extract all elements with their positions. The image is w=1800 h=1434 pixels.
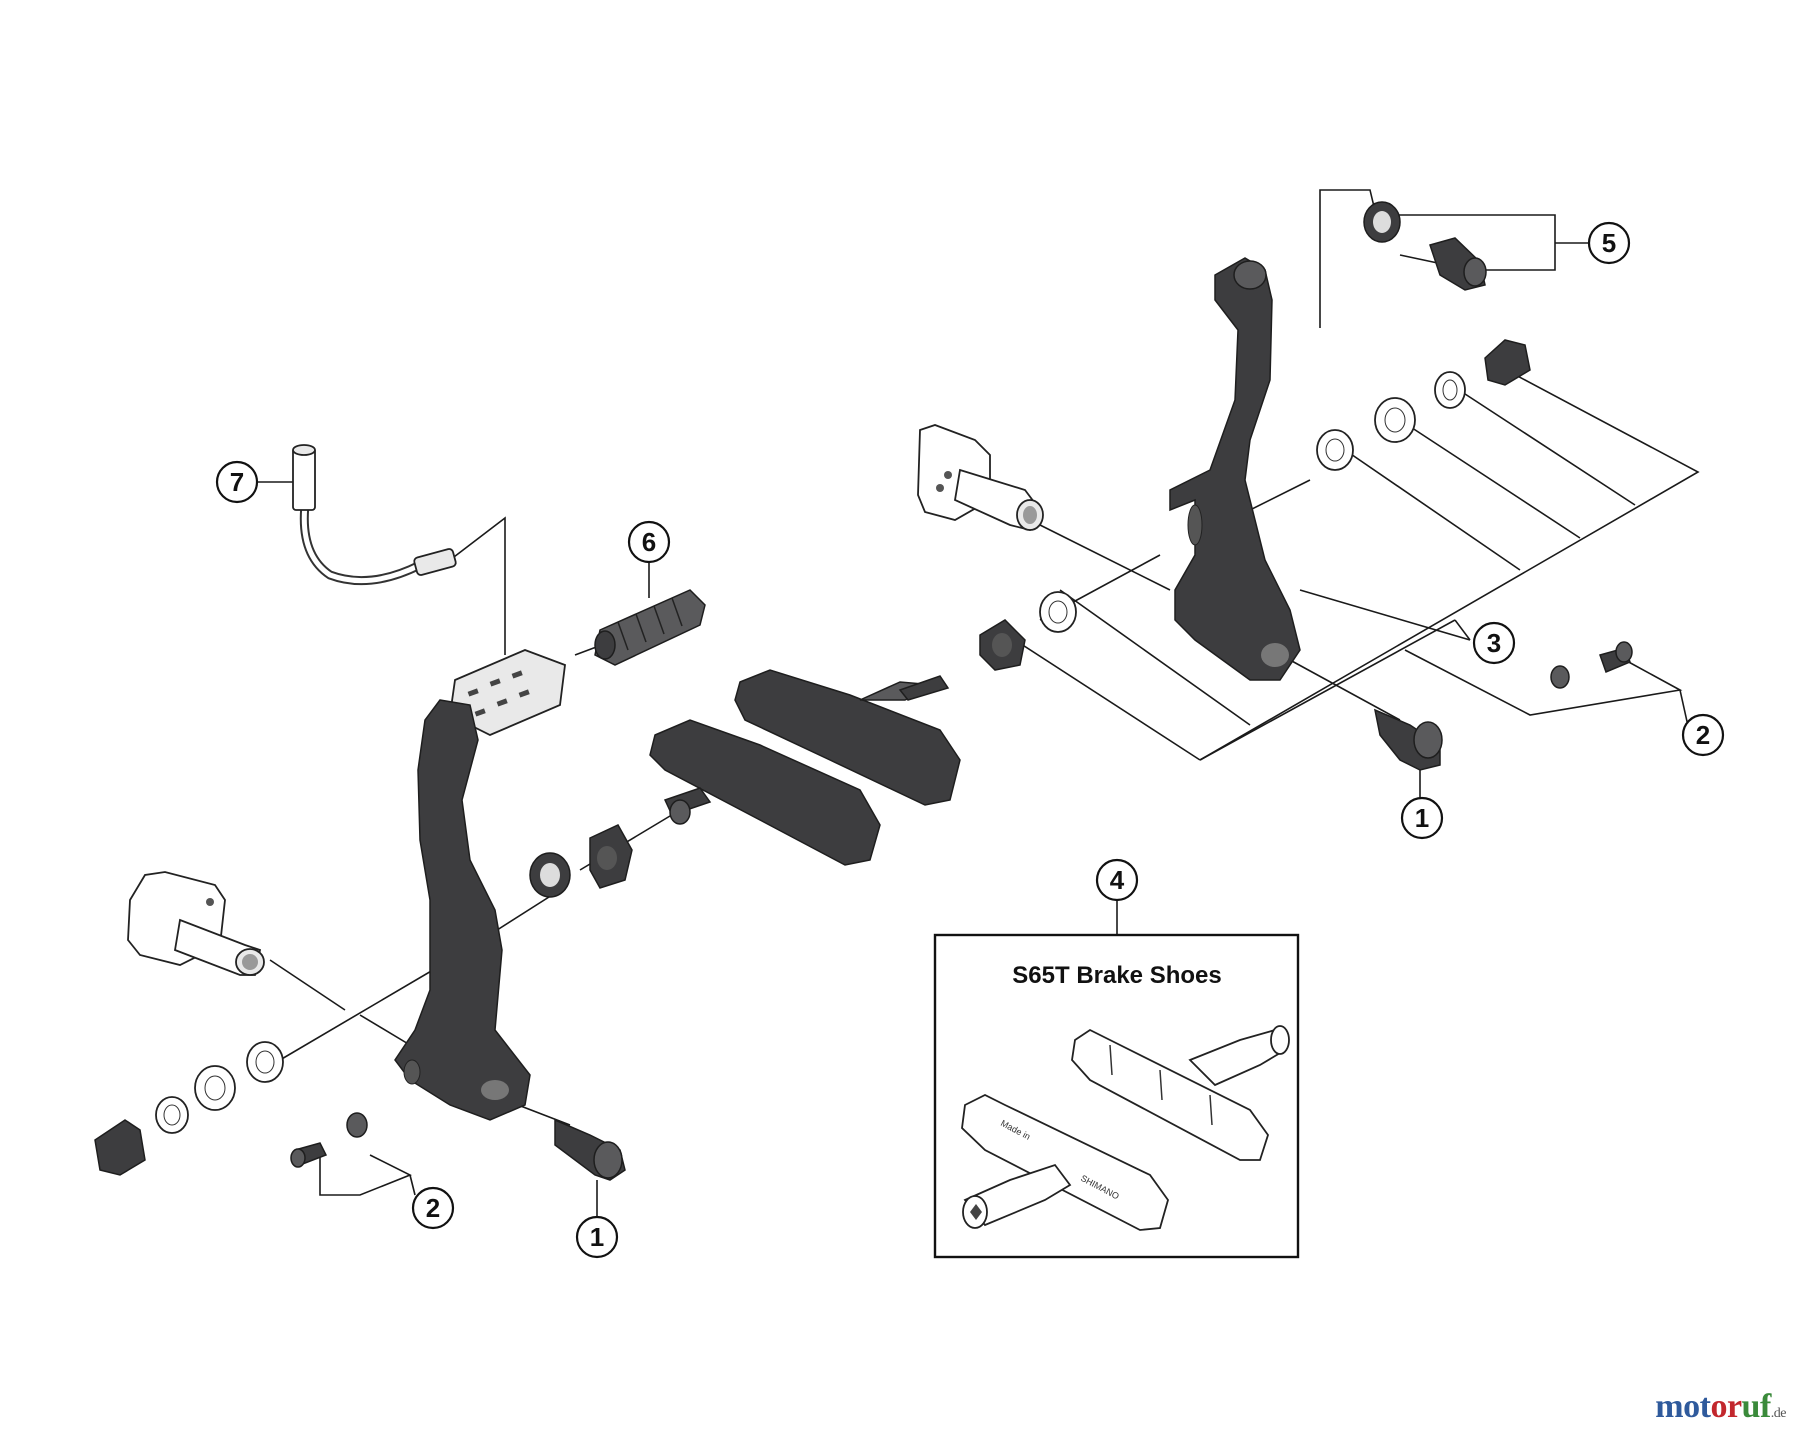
left-brake-arm-assembly (94, 649, 633, 1181)
callout-1-left: 1 (575, 1215, 619, 1259)
watermark-part-b: or (1710, 1388, 1742, 1425)
svg-text:3: 3 (1487, 628, 1501, 658)
svg-text:1: 1 (590, 1222, 604, 1252)
cable-lead-pipe (292, 444, 457, 586)
watermark-part-a: mot (1655, 1388, 1711, 1425)
watermark-logo: motoruf.de (1655, 1388, 1786, 1426)
inset-s65t-brake-shoes: S65T Brake Shoes Made in SHIMANO (933, 933, 1300, 1259)
brake-shoes-main (649, 669, 961, 866)
watermark-tld: .de (1770, 1406, 1787, 1421)
callout-7: 7 (215, 460, 259, 504)
cable-boot (594, 589, 706, 666)
svg-text:7: 7 (230, 467, 244, 497)
svg-text:2: 2 (1696, 720, 1710, 750)
svg-text:4: 4 (1110, 865, 1125, 895)
callout-5: 5 (1587, 221, 1631, 265)
right-brake-arm (1169, 257, 1301, 681)
left-brake-arm (394, 699, 531, 1121)
inset-title: S65T Brake Shoes (1012, 962, 1221, 989)
leader-lines (258, 189, 1700, 1222)
brake-shoe-upper (734, 669, 961, 806)
svg-text:5: 5 (1602, 228, 1616, 258)
watermark-part-c: uf (1741, 1388, 1772, 1425)
left-end-cap (94, 1119, 146, 1176)
callout-1-right: 1 (1400, 796, 1444, 840)
callout-3: 3 (1472, 621, 1516, 665)
callout-6: 6 (627, 520, 671, 564)
svg-text:2: 2 (426, 1193, 440, 1223)
brake-shoe-lower (649, 719, 881, 866)
right-brake-arm-assembly (917, 201, 1633, 771)
callout-4: 4 (1095, 858, 1139, 902)
inset-shoe-front (961, 1093, 1169, 1231)
callout-2-right: 2 (1681, 713, 1725, 757)
inset-shoe-rear (1071, 1028, 1269, 1161)
svg-text:1: 1 (1415, 803, 1429, 833)
right-end-cap (1484, 339, 1531, 386)
callout-2-left: 2 (411, 1186, 455, 1230)
svg-text:6: 6 (642, 527, 656, 557)
